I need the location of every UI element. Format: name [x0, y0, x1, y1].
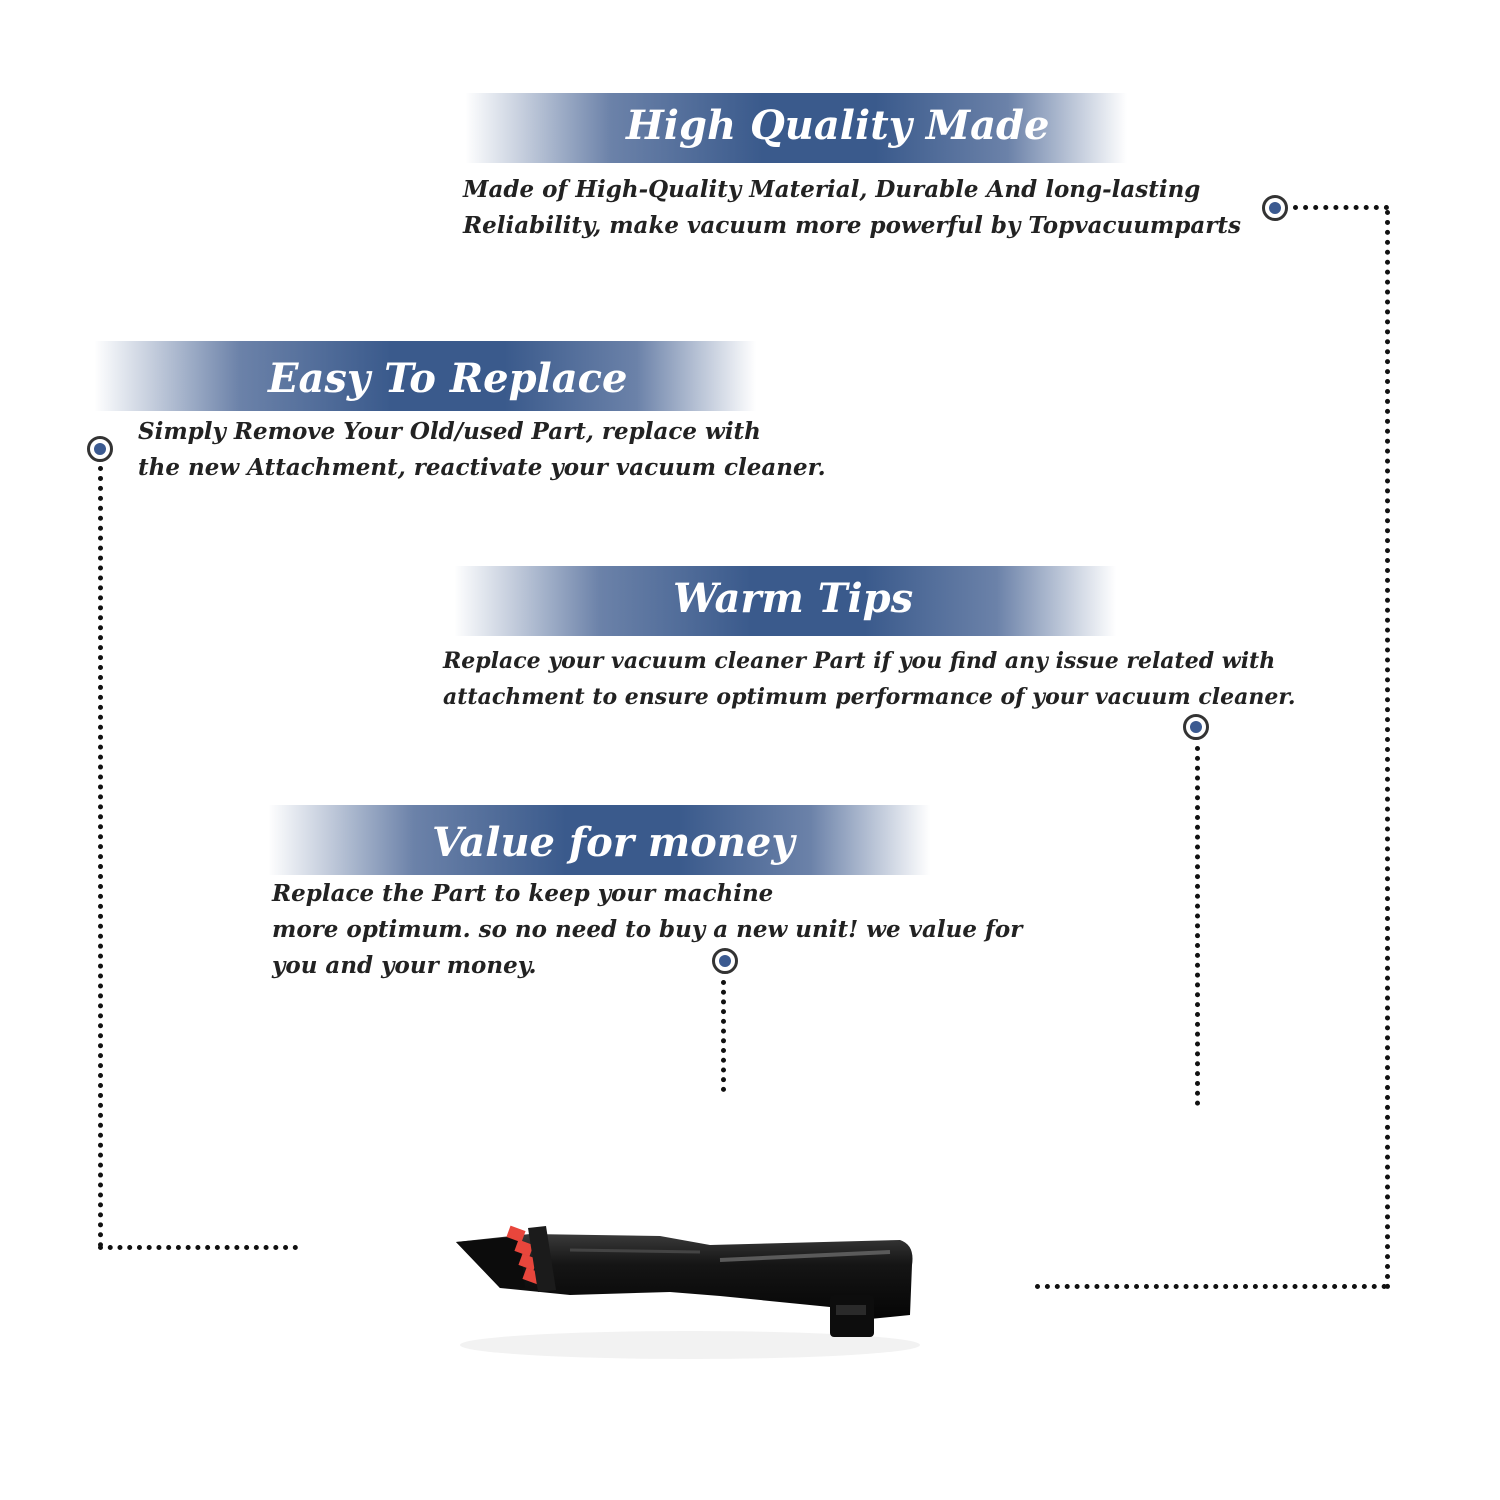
title-easy-replace: Easy To Replace [268, 355, 628, 402]
desc-easy-replace: Simply Remove Your Old/used Part, replac… [138, 414, 826, 486]
connector-left-bottom [98, 1245, 298, 1250]
desc-high-quality: Made of High-Quality Material, Durable A… [463, 172, 1241, 244]
desc-value-money-line-1: Replace the Part to keep your machine [272, 880, 774, 907]
desc-value-money-line-3: you and your money. [272, 952, 537, 979]
desc-easy-replace-line-2: the new Attachment, reactivate your vacu… [138, 454, 826, 481]
connector-warm-tips-vertical [1195, 746, 1200, 1106]
desc-warm-tips-line-2: attachment to ensure optimum performance… [443, 684, 1296, 710]
desc-easy-replace-line-1: Simply Remove Your Old/used Part, replac… [138, 418, 761, 445]
connector-value-money-vertical [721, 980, 726, 1092]
marker-dot-icon-high-quality [1262, 195, 1288, 221]
title-high-quality: High Quality Made [626, 102, 1050, 149]
desc-value-money-line-2: more optimum. so no need to buy a new un… [272, 916, 1023, 943]
desc-high-quality-line-1: Made of High-Quality Material, Durable A… [463, 176, 1201, 203]
marker-dot-icon-warm-tips [1183, 714, 1209, 740]
connector-right-vertical [1385, 210, 1390, 1290]
marker-dot-icon-easy-replace [87, 436, 113, 462]
desc-value-money: Replace the Part to keep your machine mo… [272, 876, 1022, 984]
title-warm-tips: Warm Tips [673, 575, 914, 622]
connector-high-quality-top [1293, 205, 1389, 210]
desc-warm-tips-line-1: Replace your vacuum cleaner Part if you … [443, 648, 1276, 674]
banner-warm-tips [454, 566, 1116, 636]
desc-warm-tips: Replace your vacuum cleaner Part if you … [443, 643, 1296, 715]
marker-dot-icon-value-money [712, 948, 738, 974]
desc-high-quality-line-2: Reliability, make vacuum more powerful b… [463, 212, 1241, 239]
connector-right-bottom [1035, 1284, 1387, 1289]
crevice-tool-icon [456, 1225, 920, 1359]
title-value-money: Value for money [432, 819, 795, 866]
connector-left-vertical [98, 466, 103, 1248]
banner-value-money [268, 805, 930, 875]
banner-high-quality [465, 93, 1127, 163]
banner-easy-replace [94, 341, 756, 411]
